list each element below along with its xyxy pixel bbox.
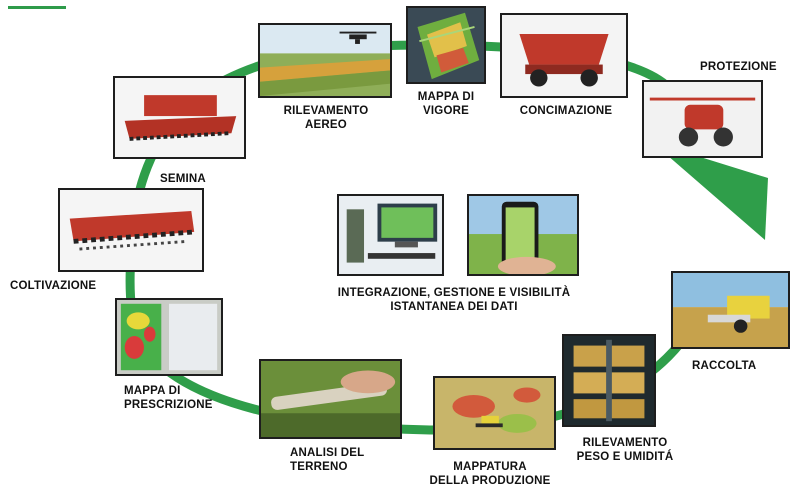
center-label-1: INTEGRAZIONE, GESTIONE E VISIBILITÀ [337, 287, 571, 299]
mappa-vigore-label-1: MAPPA DI [417, 91, 475, 103]
smartphone-photo [467, 194, 579, 276]
aerial-survey-photo [258, 23, 392, 98]
cultivator-icon [69, 210, 195, 251]
concimazione-label: CONCIMAZIONE [519, 105, 613, 117]
combine-icon [475, 415, 503, 428]
mappa-prescrizione-label-1: MAPPA DI [124, 385, 181, 397]
sprayer-icon [649, 97, 756, 147]
smartphone-icon [501, 201, 539, 269]
mappatura-label-1: MAPPATURA [453, 461, 527, 473]
computer-photo [337, 194, 444, 276]
seeder-icon [124, 95, 237, 141]
cultivator-photo [58, 188, 204, 272]
soil-analysis-photo [259, 359, 402, 439]
mappa-prescrizione-label-2: PRESCRIZIONE [124, 399, 213, 411]
computer-icon [367, 203, 438, 259]
protezione-label: PROTEZIONE [700, 61, 777, 73]
center-label-2: ISTANTANEA DEI DATI [390, 301, 518, 313]
analisi-terreno-label-1: ANALISI DEL [290, 447, 365, 459]
yield-mapping-photo [433, 376, 556, 450]
fertilizer-spreader-photo [500, 13, 628, 98]
vigor-map-photo [406, 6, 486, 84]
spreader-icon [519, 34, 609, 87]
header-accent-bar [8, 6, 66, 9]
rilevamento-peso-label-1: RILEVAMENTO [582, 437, 668, 449]
rilevamento-aereo-label-1: RILEVAMENTO [283, 105, 369, 117]
analisi-terreno-label-2: TERRENO [290, 461, 348, 473]
semina-label: SEMINA [160, 173, 206, 185]
sprayer-photo [642, 80, 763, 158]
coltivazione-label: COLTIVAZIONE [10, 280, 97, 292]
harvest-photo [671, 271, 790, 349]
drone-icon [339, 31, 377, 44]
rilevamento-peso-label-2: PESO E UMIDITÁ [576, 451, 674, 463]
raccolta-label: RACCOLTA [692, 360, 757, 372]
prescription-map-photo [115, 298, 223, 376]
cycle-arrow-head [652, 142, 768, 240]
combine-icon [707, 295, 770, 333]
mappa-vigore-label-2: VIGORE [423, 105, 469, 117]
rilevamento-aereo-label-2: AEREO [305, 119, 347, 131]
mappatura-label-2: DELLA PRODUZIONE [429, 475, 551, 487]
seeder-photo [113, 76, 246, 159]
weight-humidity-sensor-photo [562, 334, 656, 427]
